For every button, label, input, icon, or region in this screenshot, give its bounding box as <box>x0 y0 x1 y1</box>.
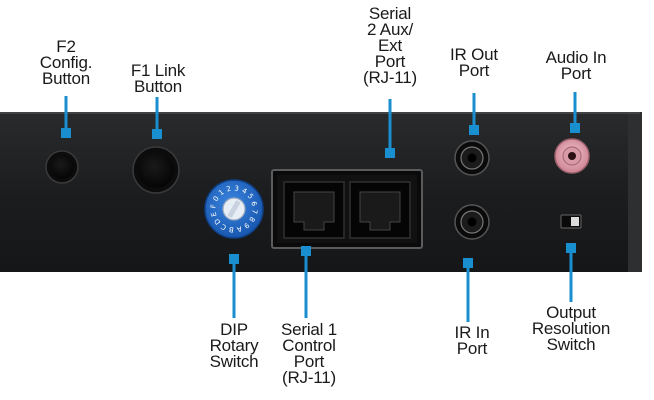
audio-in-jack[interactable] <box>554 138 590 174</box>
callouts <box>61 92 580 322</box>
callout-f2-marker <box>61 128 71 138</box>
dial-digit: 6 <box>249 201 258 208</box>
panel-right-edge <box>628 112 642 272</box>
dial-digit: E <box>210 211 219 217</box>
serial-2-port[interactable] <box>349 181 411 239</box>
label-audio-in-port: Audio In Port <box>545 48 607 83</box>
label-ir-out-port: IR Out Port <box>450 45 498 80</box>
label-serial-1-control-port: Serial 1 Control Port (RJ-11) <box>280 320 338 387</box>
ir-out-jack[interactable] <box>454 140 490 176</box>
callout-serial1-marker <box>301 246 311 256</box>
dial-digit: A <box>236 224 243 233</box>
callout-dip-marker <box>229 254 239 264</box>
label-serial-2-aux-ext-port: Serial 2 Aux/ Ext Port (RJ-11) <box>362 4 417 87</box>
callout-audio-marker <box>570 123 580 133</box>
label-ir-in-port: IR In Port <box>454 323 490 358</box>
label-f1-link-button: F1 Link Button <box>130 61 186 96</box>
dial-digit: 7 <box>250 209 259 214</box>
dial-digit: 4 <box>240 187 248 196</box>
ir-in-jack[interactable] <box>454 204 490 240</box>
dial-digit: 8 <box>247 215 256 223</box>
output-resolution-switch[interactable] <box>560 214 582 229</box>
f2-button-cap <box>50 155 74 179</box>
callout-irin-marker <box>463 258 473 268</box>
dial-digit: 1 <box>217 188 225 197</box>
dial-digit: C <box>220 222 228 231</box>
dial-digit: B <box>228 225 234 234</box>
callout-serial2-marker <box>385 148 395 158</box>
dial-digit: F <box>209 204 217 209</box>
label-f2-config-button: F2 Config. Button <box>39 37 93 88</box>
f1-button-cap <box>138 152 174 188</box>
dial-knob-slot <box>227 200 241 218</box>
dial-digit: 0 <box>212 195 221 203</box>
dial-digit: D <box>213 217 223 226</box>
callout-f1-marker <box>152 129 162 139</box>
label-output-resolution-switch: Output Resolution Switch <box>531 303 611 354</box>
dial-digit: 2 <box>226 185 232 194</box>
dial-digit: 5 <box>246 192 255 200</box>
label-dip-rotary-switch: DIP Rotary Switch <box>209 320 259 371</box>
serial-1-port[interactable] <box>283 181 345 239</box>
callout-outres-marker <box>566 243 576 253</box>
dial-digit: 9 <box>242 221 250 230</box>
dial-digit: 3 <box>234 184 239 193</box>
callout-irout-marker <box>469 125 479 135</box>
